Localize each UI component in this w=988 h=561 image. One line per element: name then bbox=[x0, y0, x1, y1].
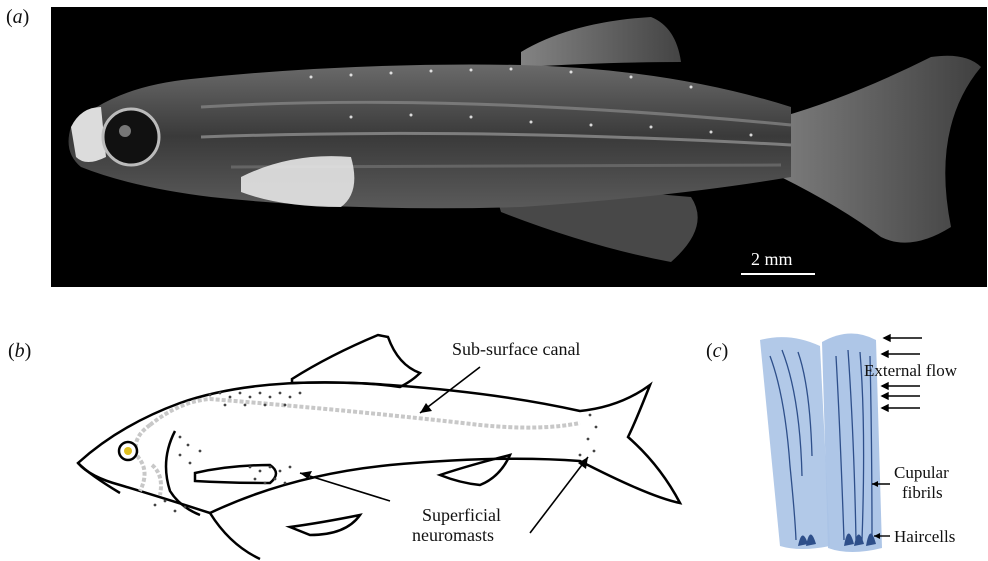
lateral-line-canal bbox=[150, 399, 580, 428]
fish-photograph: 2 mm bbox=[51, 7, 987, 287]
schematic-pelvic-fin bbox=[290, 515, 360, 535]
superficial-label-2: neuromasts bbox=[412, 525, 494, 545]
canal-arrow bbox=[420, 367, 480, 413]
superficial-label-1: Superficial bbox=[422, 505, 501, 525]
fish-photo-illustration bbox=[51, 7, 987, 287]
scale-bar-line bbox=[741, 273, 815, 275]
scale-bar-label: 2 mm bbox=[751, 249, 793, 270]
external-flow-label: External flow bbox=[864, 361, 958, 380]
neuromast-arrow-1 bbox=[300, 473, 390, 501]
photo-snout bbox=[71, 107, 106, 162]
schematic-pectoral-fin bbox=[195, 465, 276, 483]
haircells-label: Haircells bbox=[894, 527, 955, 546]
schematic-dorsal-fin bbox=[292, 335, 420, 387]
panel-label-c: (c) bbox=[706, 340, 728, 363]
photo-fish-body bbox=[69, 65, 791, 209]
panel-label-a: (a) bbox=[6, 6, 29, 29]
neuromast-arrow-2 bbox=[530, 457, 588, 533]
fibrils-label-1: Cupular bbox=[894, 463, 949, 482]
photo-eye bbox=[103, 109, 159, 165]
canal-label: Sub-surface canal bbox=[452, 339, 580, 359]
photo-tail-fin bbox=[781, 56, 981, 243]
superficial-neuromasts bbox=[154, 392, 598, 513]
scale-bar: 2 mm bbox=[741, 249, 821, 279]
fish-schematic: Sub-surface canal Superficial neuromasts bbox=[60, 315, 700, 561]
photo-dorsal-fin bbox=[521, 17, 681, 67]
panel-label-b: (b) bbox=[8, 340, 31, 363]
cupula-diagram: External flow Cupular fibrils Haircells bbox=[740, 326, 988, 561]
fibrils-label-2: fibrils bbox=[902, 483, 943, 502]
